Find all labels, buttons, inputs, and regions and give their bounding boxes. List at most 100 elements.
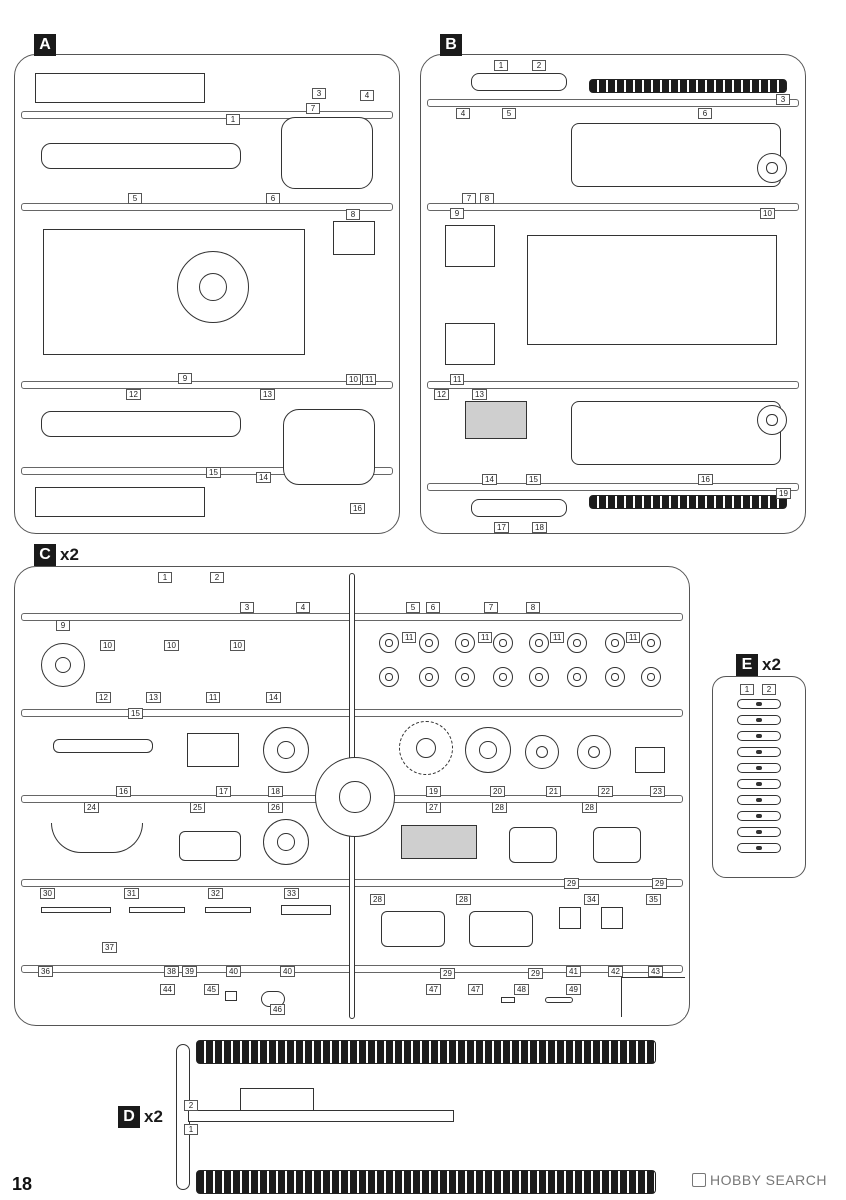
sprue-e-frame [712, 676, 806, 878]
road-wheel-part [419, 667, 439, 687]
tow-cable-part [51, 823, 143, 853]
sprue-d-multiplier: x2 [144, 1107, 163, 1126]
hatch-part [333, 221, 375, 255]
bracket-part [445, 323, 495, 365]
rubber-track-part [196, 1170, 656, 1194]
part-number: 1 [740, 684, 754, 695]
part-number: 21 [546, 786, 561, 797]
bracket-part [559, 907, 581, 929]
sprue-rail [427, 483, 799, 491]
part-number: 8 [526, 602, 540, 613]
part-number: 1 [184, 1124, 198, 1135]
part-number: 42 [608, 966, 623, 977]
part-number: 28 [492, 802, 507, 813]
part-number: 8 [346, 209, 360, 220]
hobby-search-logo-icon [692, 1173, 706, 1187]
sprocket-part [757, 405, 787, 435]
part-number: 29 [528, 968, 543, 979]
part-number: 3 [312, 88, 326, 99]
part-number: 48 [514, 984, 529, 995]
sprue-c-label: C [34, 544, 56, 566]
part-number: 14 [256, 472, 271, 483]
part-number: 15 [128, 708, 143, 719]
part-number: 46 [270, 1004, 285, 1015]
road-wheel-part [605, 633, 625, 653]
part-number: 41 [566, 966, 581, 977]
track-link-part [737, 795, 781, 805]
drive-wheel-part [263, 819, 309, 865]
part-number: 22 [598, 786, 613, 797]
part-number: 4 [456, 108, 470, 119]
part-number: 2 [210, 572, 224, 583]
barrel-part [179, 831, 241, 861]
part-number: 47 [426, 984, 441, 995]
part-number: 30 [40, 888, 55, 899]
tab-part [621, 977, 685, 1017]
track-link-part [737, 843, 781, 853]
part-number: 19 [426, 786, 441, 797]
part-number: 7 [484, 602, 498, 613]
part-number: 10 [164, 640, 179, 651]
road-wheel-part [567, 633, 587, 653]
track-link-part [737, 699, 781, 709]
part-number: 17 [494, 522, 509, 533]
turret-part [283, 409, 375, 485]
track-link-part [737, 827, 781, 837]
part-number: 11 [402, 632, 417, 643]
part-number: 34 [584, 894, 599, 905]
track-segment-part [589, 79, 787, 93]
sprue-rail [427, 381, 799, 389]
sprocket-part [399, 721, 453, 775]
sprue-a-label: A [34, 34, 56, 56]
part-number: 6 [698, 108, 712, 119]
part-number: 49 [566, 984, 581, 995]
fender-part [471, 73, 567, 91]
part-number: 20 [490, 786, 505, 797]
part-number: 35 [646, 894, 661, 905]
part-number: 18 [268, 786, 283, 797]
track-link-part [737, 747, 781, 757]
shovel-part [53, 739, 153, 753]
part-number: 13 [260, 389, 275, 400]
sprue-rail [427, 99, 799, 107]
suspension-bogie-part [381, 911, 445, 947]
part-number: 1 [226, 114, 240, 125]
part-number: 10 [346, 374, 361, 385]
hull-side-part [571, 123, 781, 187]
part-number: 2 [184, 1100, 198, 1111]
tool-part [205, 907, 251, 913]
part-number: 10 [100, 640, 115, 651]
part-number: 7 [462, 193, 476, 204]
track-guard-part [41, 143, 241, 169]
part-number: 6 [426, 602, 440, 613]
part-number: 11 [206, 692, 221, 703]
radiator-grille-part [401, 825, 477, 859]
part-number: 33 [284, 888, 299, 899]
part-number: 11 [450, 374, 465, 385]
part-number: 5 [406, 602, 420, 613]
part-number: 28 [370, 894, 385, 905]
part-number: 11 [550, 632, 565, 643]
bracket-part [601, 907, 623, 929]
suspension-bogie-part [469, 911, 533, 947]
small-part [225, 991, 237, 1001]
turret-ring-part [177, 251, 249, 323]
idler-part [41, 643, 85, 687]
road-wheel-part [455, 633, 475, 653]
sprue-d-tab [240, 1088, 314, 1110]
part-number: 40 [280, 966, 295, 977]
part-number: 39 [182, 966, 197, 977]
track-guard-part [41, 411, 241, 437]
sprue-c-multiplier: x2 [60, 545, 79, 564]
watermark-text: HOBBY SEARCH [710, 1172, 827, 1188]
sprue-d-runner [188, 1110, 454, 1122]
suspension-bogie-part [509, 827, 557, 863]
hull-floor-part [527, 235, 777, 345]
jack-part [635, 747, 665, 773]
part-number: 12 [126, 389, 141, 400]
frame-part [35, 487, 205, 517]
track-link-part [737, 715, 781, 725]
track-link-part [737, 763, 781, 773]
part-number: 9 [56, 620, 70, 631]
watermark: HOBBY SEARCH [692, 1172, 827, 1188]
